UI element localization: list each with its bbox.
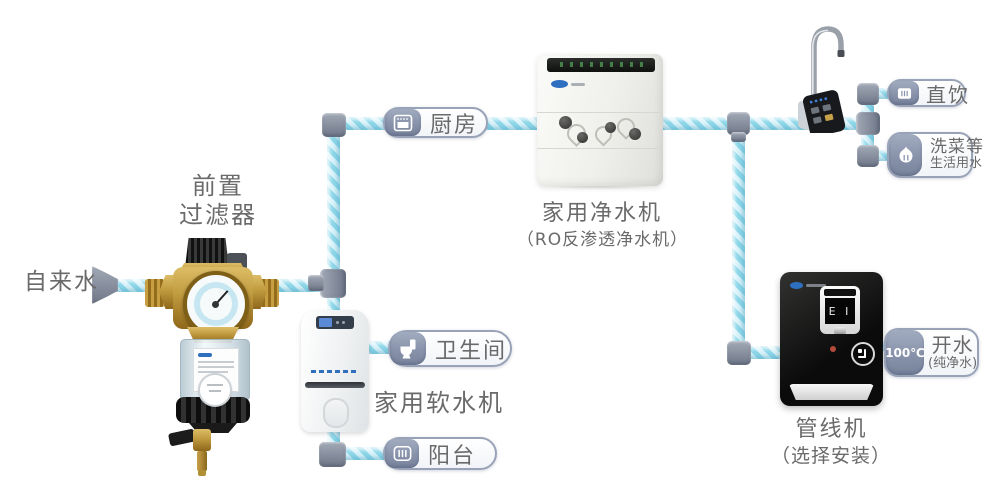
prefilter-drain-lever xyxy=(167,428,197,447)
ro-purifier-device xyxy=(533,52,667,190)
tap-water-label: 自来水 xyxy=(24,269,99,295)
softener-device xyxy=(299,308,371,434)
droplet-decoration xyxy=(559,116,572,129)
oven-icon xyxy=(385,109,421,136)
prefilter-cap-cone xyxy=(189,423,237,433)
direct-drink-badge-label: 直饮 xyxy=(926,82,970,107)
tee-fitting-right xyxy=(856,112,880,135)
railing-icon xyxy=(385,439,419,468)
pipe-kitchen-riser xyxy=(327,122,340,292)
tee-stem-main xyxy=(308,275,324,291)
vegetable-icon xyxy=(889,134,922,176)
prefilter-dial xyxy=(198,373,232,407)
prefilter-drain-body xyxy=(193,429,211,451)
elbow-fitting-pipeline xyxy=(727,341,751,365)
softener-groove xyxy=(305,382,365,388)
elbow-fitting-top-right xyxy=(857,83,879,105)
droplet-decoration xyxy=(577,132,588,143)
bathroom-badge-label: 卫生间 xyxy=(435,338,508,364)
pipeline-name-caption: 管线机 xyxy=(795,417,868,442)
purifier-name-caption: 家用净水机 xyxy=(541,201,662,226)
hot-water-badge-line1: 开水 xyxy=(931,332,974,357)
washing-badge-line2: 生活用水 xyxy=(930,156,983,172)
softener-logo xyxy=(311,370,359,373)
tee-fitting-kitchen-line xyxy=(727,112,750,135)
elbow-fitting-balcony xyxy=(319,442,346,467)
bathroom-badge: 卫生间 xyxy=(388,330,512,367)
drinking-faucet xyxy=(798,26,846,133)
softener-name-caption: 家用软水机 xyxy=(374,389,504,417)
washing-badge-line1: 洗菜等 xyxy=(930,136,984,157)
balcony-badge-label: 阳台 xyxy=(428,443,477,469)
prefilter-label-caption: 前置 过滤器 xyxy=(158,172,278,230)
softener-display xyxy=(316,316,354,329)
prefilter-caption-line2: 过滤器 xyxy=(179,201,257,229)
prefilter-caption-line1: 前置 xyxy=(192,172,244,200)
pipe-stub-direct-drink xyxy=(873,88,889,99)
faucet-control-panel xyxy=(802,90,846,133)
prefilter-left-connector xyxy=(145,279,165,307)
direct-drink-badge: 直饮 xyxy=(887,79,968,107)
prefilter-device xyxy=(145,235,285,480)
elbow-fitting-bottom-right xyxy=(857,145,879,167)
tee-stem-kitchen-line xyxy=(731,132,746,142)
kitchen-badge-label: 厨房 xyxy=(430,112,479,138)
softener-handle xyxy=(323,398,349,428)
ro-purifier-top-panel xyxy=(547,58,655,72)
purifier-sub-caption: （RO反渗透净水机） xyxy=(516,230,689,250)
hot-water-badge-line2: (纯净水) xyxy=(928,355,978,371)
droplet-decoration xyxy=(629,128,641,140)
prefilter-nozzle-tip xyxy=(198,470,206,476)
temp-100c-label: 100℃ xyxy=(885,330,925,375)
pipeline-machine-screen: E I xyxy=(825,298,855,324)
washing-badge: 洗菜等 生活用水 xyxy=(887,132,983,178)
droplet-decoration xyxy=(605,122,616,133)
pipe-down-to-pipeline xyxy=(732,128,745,354)
pipeline-sub-caption: （选择安装） xyxy=(770,445,891,467)
faucet-tip xyxy=(837,50,845,57)
hot-water-badge: 100℃ 开水 (纯净水) xyxy=(884,328,979,377)
pipeline-machine-device: E I xyxy=(780,270,883,406)
pipeline-machine-logo xyxy=(790,282,803,289)
cup-icon xyxy=(889,81,919,105)
pipeline-machine-dial xyxy=(851,342,875,366)
pipe-pipeline-line xyxy=(744,346,788,359)
pipe-stub-washing xyxy=(873,150,889,161)
kitchen-badge: 厨房 xyxy=(383,107,488,138)
pipeline-machine-indicator xyxy=(830,346,836,352)
ro-purifier-body xyxy=(537,54,663,186)
pipeline-machine-dispenser: E I xyxy=(820,286,860,334)
tee-fitting-main xyxy=(320,269,346,298)
pipe-balcony-line xyxy=(340,447,390,460)
balcony-badge: 阳台 xyxy=(383,437,497,470)
pipeline-machine-tray xyxy=(789,384,874,400)
elbow-fitting-kitchen xyxy=(322,113,346,137)
toilet-icon xyxy=(390,332,426,365)
ro-purifier-logo xyxy=(551,80,568,88)
prefilter-drain-nozzle xyxy=(197,451,207,471)
